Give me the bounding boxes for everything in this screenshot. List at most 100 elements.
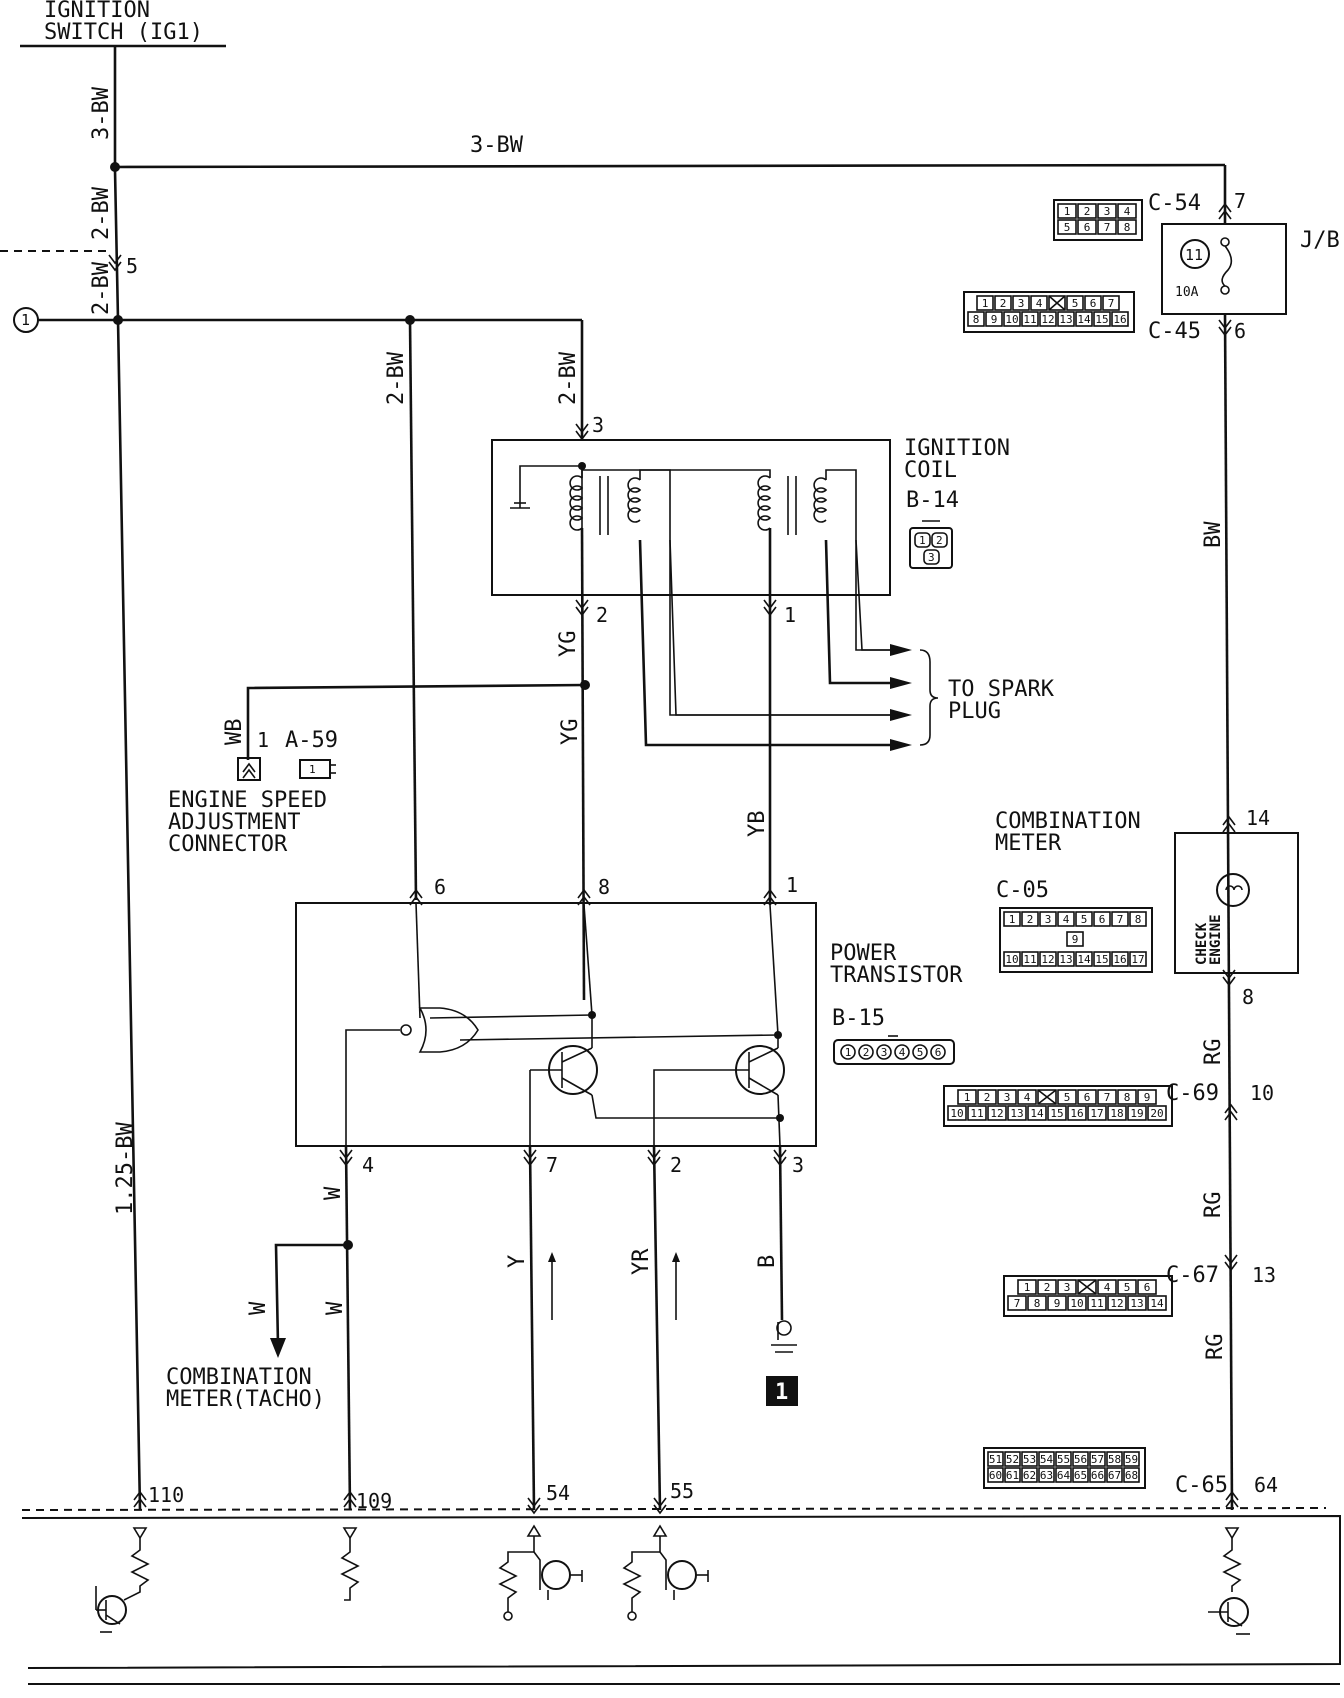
ground-symbol <box>771 1320 797 1353</box>
connector-pin-number: 13 <box>1059 953 1072 966</box>
connector-pin-number: 4 <box>1104 1281 1111 1294</box>
connector-cell <box>1097 219 1117 235</box>
connector-arrow-coil3 <box>575 423 589 441</box>
wire-label-w-c: W <box>323 1301 348 1315</box>
connector-pin-number: 5 <box>1124 1281 1131 1294</box>
connector-pin-number: 2 <box>1027 913 1034 926</box>
connector-arrow-8-cm <box>1222 969 1236 987</box>
connector-pin-number: 56 <box>1074 1453 1087 1466</box>
connector-cell <box>1087 1105 1107 1121</box>
connector-cell <box>1066 931 1084 947</box>
wire-w-branch <box>274 1243 348 1346</box>
connector-pin-number: 60 <box>989 1469 1002 1482</box>
wire-label-bw: BW <box>1201 521 1226 548</box>
connector-cell <box>1107 1295 1127 1311</box>
ground-number-badge: 1 <box>766 1376 798 1406</box>
connector-pin-number: 54 <box>1040 1453 1054 1466</box>
check-engine-label: CHECKENGINE <box>1194 914 1224 965</box>
connector-label-c65: C-65 <box>1175 1473 1228 1498</box>
connector-pin-number: 11 <box>1023 953 1036 966</box>
connector-arrow-13 <box>1224 1254 1238 1272</box>
connector-pin-number: 6 <box>1084 221 1091 234</box>
svg-text:11: 11 <box>1185 246 1203 264</box>
connector-cell <box>1093 311 1111 327</box>
connector-pin-number: 64 <box>1057 1469 1071 1482</box>
connector-arrow-coil1 <box>763 599 777 617</box>
wire-label-rg-b: RG <box>1201 1192 1226 1219</box>
wire-bw-right <box>1223 313 1234 1511</box>
connector-pin-number: 67 <box>1108 1469 1121 1482</box>
connector-cell <box>977 1089 997 1105</box>
connector-label-c69: C-69 <box>1166 1081 1219 1106</box>
connector-cell <box>1007 1105 1027 1121</box>
wire-label-rg-a: RG <box>1201 1039 1226 1066</box>
connector-pin-number: 3 <box>1004 1091 1011 1104</box>
wire-spark-4 <box>855 539 900 651</box>
connector-cell <box>1089 1467 1106 1483</box>
connector-cell <box>1111 951 1129 967</box>
connector-arrow-c54 <box>1218 202 1232 220</box>
connector-pin-number: 4 <box>1024 1091 1031 1104</box>
connector-pin-number: 8 <box>1124 1091 1131 1104</box>
connector-pin-number: 3 <box>1064 1281 1071 1294</box>
connector-cell <box>1127 1295 1147 1311</box>
connector-cell <box>1039 311 1057 327</box>
wire-label-yr: YR <box>629 1248 654 1275</box>
connector-pin-number: 65 <box>1074 1469 1087 1482</box>
connector-cell <box>1027 1105 1047 1121</box>
circle-ref-1: 1 <box>13 307 39 333</box>
spark-arrows <box>890 644 939 751</box>
connector-pin-number: 1 <box>1009 913 1016 926</box>
connector-cell <box>1107 1105 1127 1121</box>
connector-pin-number: 1 <box>982 297 989 310</box>
connector-cell <box>1021 1451 1038 1467</box>
connector-cell <box>1097 1279 1117 1295</box>
wire-label-yg-a: YG <box>556 631 581 658</box>
connector-pin-number: 9 <box>1144 1091 1151 1104</box>
connector-arrow-c45 <box>1218 319 1232 337</box>
wire-label-b: B <box>755 1255 780 1268</box>
connector-pin-number: 5 <box>1064 221 1071 234</box>
connector-cell <box>967 1105 987 1121</box>
connector-cell <box>1077 1279 1097 1295</box>
connector-cell <box>1004 1451 1021 1467</box>
connector-cell <box>1021 311 1039 327</box>
connector-cell <box>1072 1451 1089 1467</box>
connector-pin-number: 4 <box>1124 205 1131 218</box>
pin-6-pt: 6 <box>434 875 446 899</box>
connector-pin-number: 12 <box>990 1107 1003 1120</box>
connector-pin-number: 14 <box>1077 313 1091 326</box>
connector-pin-number: 6 <box>1090 297 1097 310</box>
connector-pin-number: 2 <box>863 1046 870 1059</box>
connector-pin-number: 2 <box>1000 297 1007 310</box>
connector-pin-number: 13 <box>1130 1297 1143 1310</box>
connector-pin-number: 8 <box>1135 913 1142 926</box>
wire-spark-2 <box>824 539 900 685</box>
connector-pin-number: 18 <box>1110 1107 1123 1120</box>
connector-cell <box>987 1451 1004 1467</box>
connector-pin-number: 20 <box>1150 1107 1163 1120</box>
junction-block-box <box>1161 223 1287 315</box>
connector-cell <box>1003 311 1021 327</box>
ignition-coil-box <box>491 439 891 596</box>
connector-pin-number: 2 <box>1044 1281 1051 1294</box>
connector-cell <box>1057 219 1077 235</box>
wire-trunk-left <box>113 46 142 1511</box>
connector-cell <box>1021 911 1039 927</box>
connector-cell <box>1027 1295 1047 1311</box>
connector-pin-number: 15 <box>1095 953 1108 966</box>
connector-cell <box>1127 1105 1147 1121</box>
connector-pin-number: 16 <box>1113 953 1126 966</box>
connector-cell <box>1123 1467 1140 1483</box>
connector-cell <box>1075 951 1093 967</box>
connector-cell <box>1129 951 1147 967</box>
wire-label-125bw: 1.25-BW <box>113 1122 138 1215</box>
pin-109: 109 <box>356 1489 392 1513</box>
connector-pin-number: 62 <box>1023 1469 1036 1482</box>
pin-8-pt: 8 <box>598 875 610 899</box>
connector-cell <box>1123 1451 1140 1467</box>
connector-cell <box>1057 203 1077 219</box>
